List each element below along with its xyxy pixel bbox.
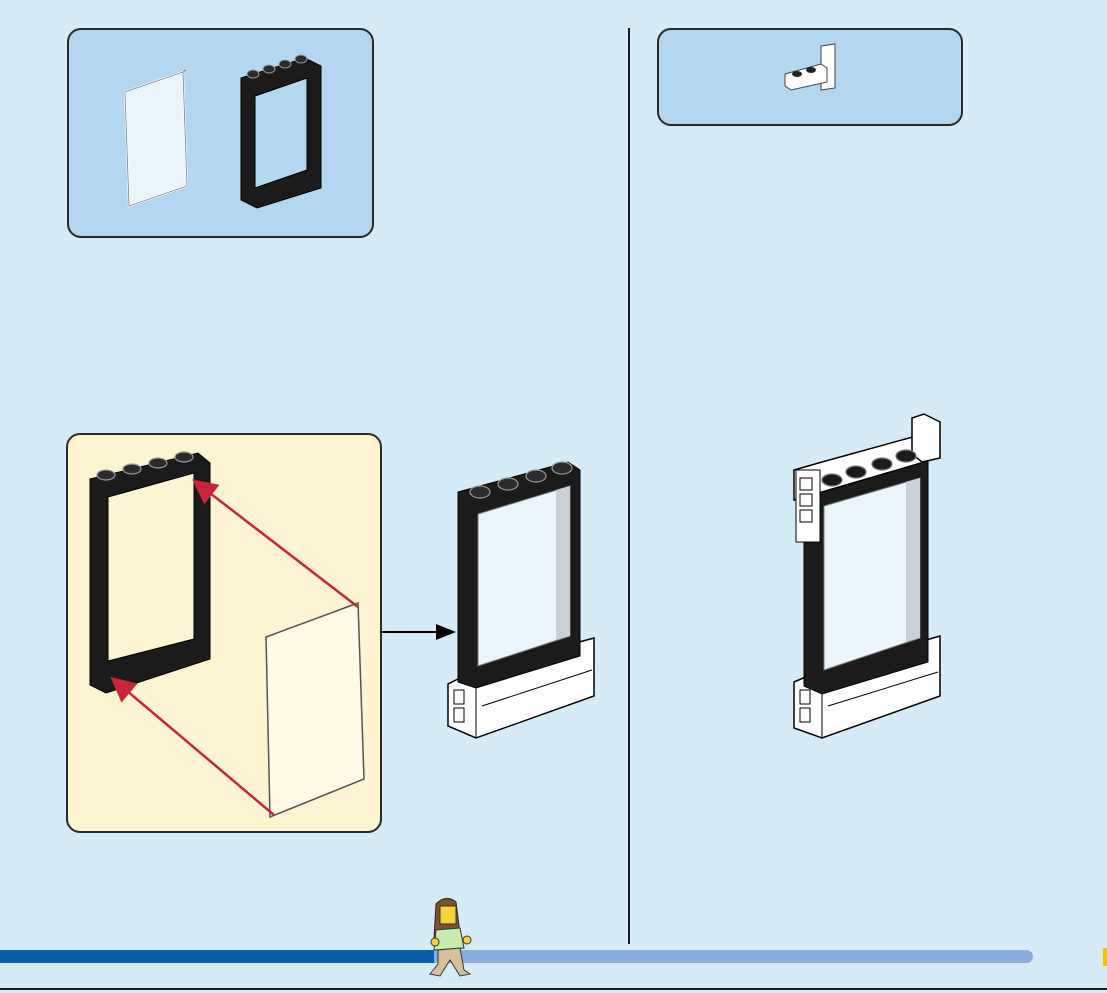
window-model-right — [792, 414, 944, 750]
window-model-left — [446, 456, 596, 746]
minifigure-progress-marker — [426, 894, 474, 978]
red-arrows — [68, 435, 384, 835]
parts-list-box-left — [67, 28, 374, 238]
window-frame-icon — [237, 54, 327, 214]
progress-fill — [0, 950, 434, 963]
glass-pane-icon — [121, 68, 191, 208]
parts-list-box-right — [657, 28, 963, 126]
bracket-plate-icon — [783, 44, 843, 94]
sub-assembly-box — [66, 433, 382, 833]
bottom-rule — [0, 988, 1107, 990]
page-edge-marker — [1103, 948, 1107, 966]
step-divider — [628, 28, 630, 944]
